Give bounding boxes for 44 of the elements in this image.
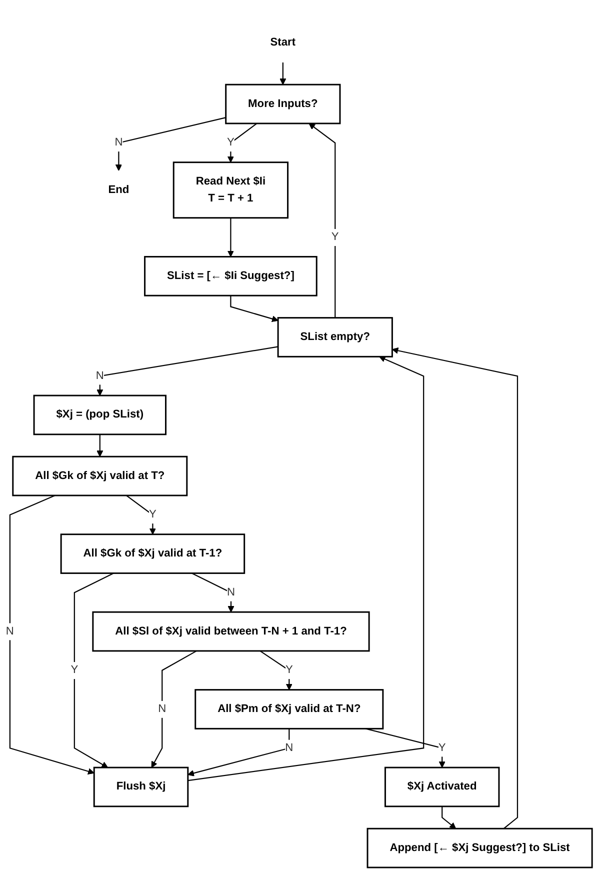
node-box: Read Next $Ii T = T + 1: [172, 162, 289, 219]
edge-label: N: [226, 586, 236, 598]
node-box: All $Sl of $Xj valid between T-N + 1 and T-1?: [92, 611, 370, 652]
arrow: [9, 494, 94, 775]
arrow: [442, 806, 456, 829]
edge-label: N: [96, 369, 104, 382]
node-box: All $Gk of $Xj valid at T-1?: [60, 534, 246, 574]
arrow: [280, 62, 286, 85]
edge-label: Y: [438, 741, 446, 754]
edge-label: Y: [285, 664, 293, 676]
arrow: [392, 347, 518, 830]
edge-label: N: [114, 136, 123, 149]
node-box: Append [← $Xj Suggest?] to SList: [366, 828, 593, 868]
edge-label: N: [285, 741, 294, 754]
node-box: Flush $Xj: [93, 766, 189, 808]
edge-label: Y: [70, 664, 78, 676]
arrow: [188, 356, 424, 782]
node-text: End: [108, 183, 130, 196]
node-box: $Xj Activated: [384, 766, 500, 808]
node-box: $Xj = (pop SList): [33, 394, 166, 436]
arrow: [126, 495, 156, 535]
edge-label: N: [6, 624, 14, 638]
edge-label: Y: [226, 136, 234, 149]
arrow: [227, 123, 258, 163]
edge-label: Y: [149, 508, 156, 521]
arrow: [308, 123, 336, 318]
arrow: [227, 218, 234, 258]
arrow: [96, 434, 104, 457]
edge-label: N: [158, 702, 166, 715]
node-box: SList empty?: [277, 317, 393, 358]
arrow: [96, 346, 278, 396]
arrow: [74, 572, 114, 768]
edge-label: Y: [331, 230, 339, 244]
arrow: [115, 117, 226, 171]
arrow: [151, 650, 197, 768]
node-text: Start: [270, 36, 296, 49]
node-box: All $Gk of $Xj valid at T?: [12, 456, 188, 496]
arrow: [230, 296, 278, 322]
arrow: [188, 728, 290, 776]
arrow: [260, 650, 292, 690]
node-box: SList = [← $Ii Suggest?]: [144, 256, 318, 296]
arrow: [192, 572, 234, 612]
node-box: More Inputs?: [225, 84, 341, 124]
node-box: All $Pm of $Xj valid at T-N?: [194, 689, 384, 730]
